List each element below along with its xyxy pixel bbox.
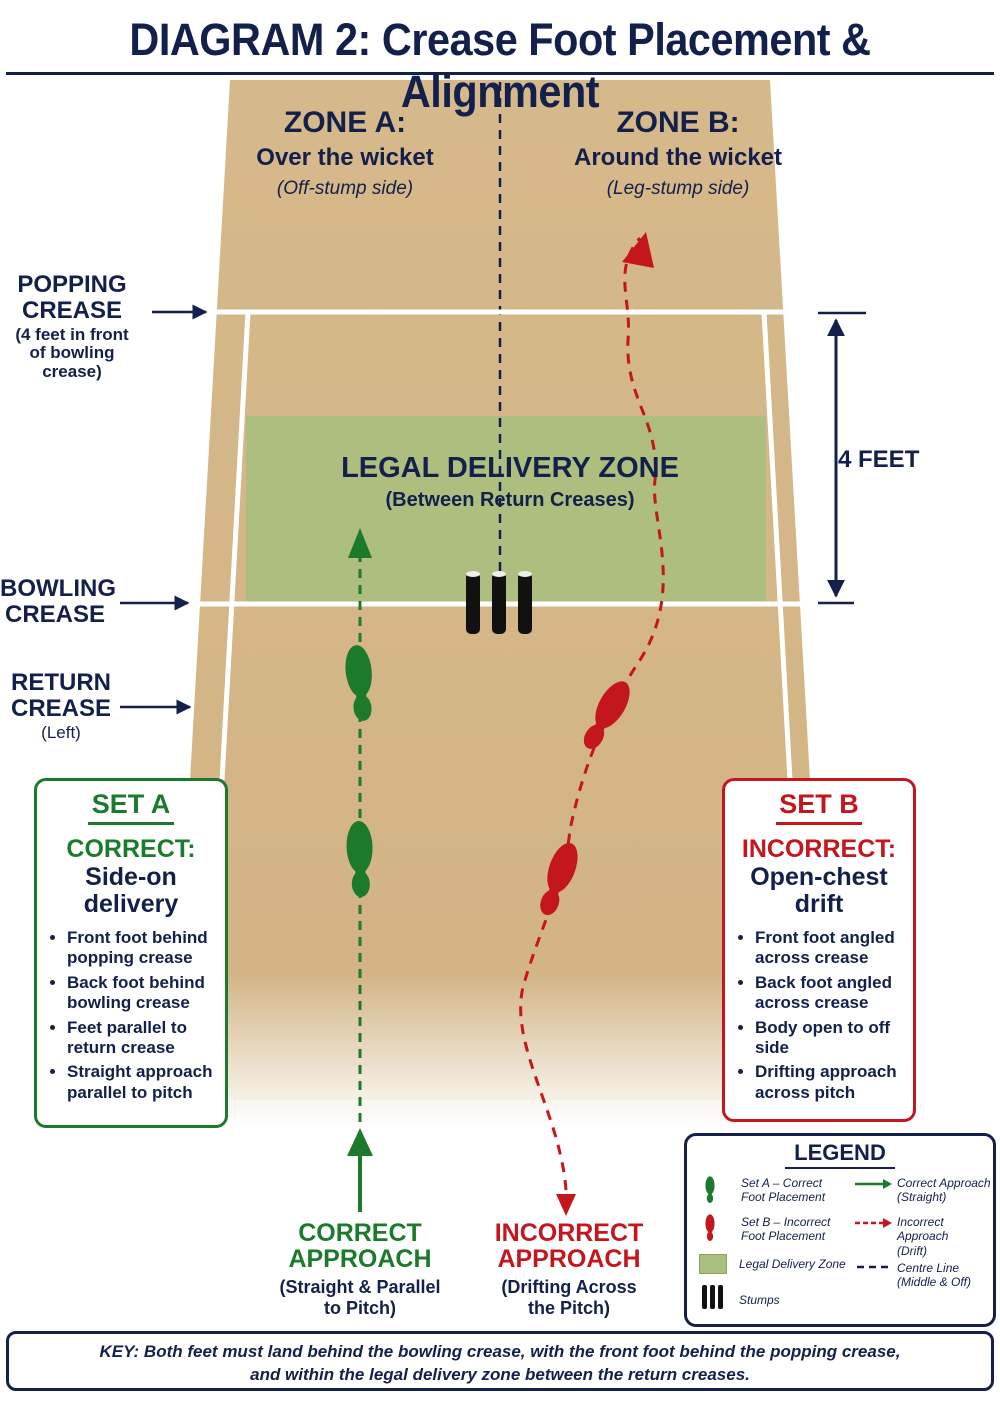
legend-set-a: Set A – Correct Foot Placement: [741, 1176, 825, 1205]
legend-centre-line2: (Middle & Off): [897, 1275, 972, 1290]
legal-zone-title: LEGAL DELIVERY ZONE: [341, 452, 679, 484]
legend-zone: Legal Delivery Zone: [739, 1257, 846, 1271]
legend-incorrect-line1: Incorrect Approach: [897, 1215, 949, 1244]
popping-crease-line4: of bowling crease): [29, 343, 115, 381]
legend-stumps-icon: [702, 1285, 723, 1309]
legal-delivery-zone: [246, 416, 766, 604]
legend-title: LEGEND: [794, 1140, 886, 1165]
set-a-bullet: Back foot behind bowling crease: [67, 973, 225, 1014]
legend-correct-line2: (Straight): [897, 1190, 947, 1205]
set-b-heading: SET B: [779, 789, 859, 819]
incorrect-approach-line4: the Pitch): [527, 1297, 610, 1318]
zone-b-subtitle: Around the wicket: [573, 144, 783, 171]
set-b-bullet: Front foot angled across crease: [755, 928, 913, 969]
legend-set-b-line1: Set B – Incorrect: [741, 1215, 831, 1229]
popping-crease-label: POPPING CREASE (4 feet in front of bowli…: [0, 272, 144, 381]
popping-crease-line2: CREASE: [21, 296, 123, 324]
legend-set-b: Set B – Incorrect Foot Placement: [741, 1215, 830, 1244]
legend-incorrect: Incorrect Approach (Drift): [897, 1215, 993, 1258]
return-crease-line3: (Left): [41, 722, 81, 742]
legend-centre-line1: Centre Line: [897, 1261, 960, 1275]
incorrect-approach-label: INCORRECT APPROACH (Drifting Across the …: [480, 1220, 658, 1319]
legend-incorrect-icon: [855, 1218, 892, 1228]
legend-box: LEGEND Set A – Correct Foot Placement Se…: [684, 1133, 996, 1327]
correct-approach-line1: CORRECT: [298, 1219, 422, 1247]
incorrect-approach-line1: INCORRECT: [494, 1219, 644, 1247]
set-a-heading-underline: [88, 822, 174, 825]
set-b-bullets: Front foot angled across crease Back foo…: [725, 928, 913, 1103]
set-b-bullet: Body open to off side: [755, 1018, 913, 1059]
stumps: [466, 571, 532, 634]
legend-centre: Centre Line (Middle & Off): [897, 1261, 971, 1290]
set-a-bullet: Feet parallel to return crease: [67, 1018, 225, 1059]
legend-correct: Correct Approach (Straight): [897, 1176, 991, 1205]
bowling-crease-line2: CREASE: [4, 600, 106, 628]
return-crease-left: [219, 311, 251, 781]
correct-approach-line4: to Pitch): [324, 1297, 396, 1318]
set-a-status: CORRECT:: [66, 835, 196, 863]
page-title: DIAGRAM 2: Crease Foot Placement & Align…: [129, 14, 871, 117]
legend-set-a-line2: Foot Placement: [741, 1190, 826, 1205]
return-crease-label: RETURN CREASE (Left): [4, 670, 118, 742]
incorrect-approach-line2: APPROACH: [497, 1245, 641, 1274]
set-a-bullet: Front foot behind popping crease: [67, 928, 225, 969]
set-a-heading: SET A: [91, 789, 171, 819]
key-line1: KEY: Both feet must land behind the bowl…: [99, 1342, 901, 1361]
zone-b-label: ZONE B: Around the wicket (Leg-stump sid…: [556, 106, 800, 200]
set-b-bullet: Back foot angled across crease: [755, 973, 913, 1014]
set-b-line2: drift: [794, 890, 844, 918]
legend-centre-icon: [857, 1265, 891, 1269]
legend-stumps: Stumps: [739, 1293, 780, 1307]
set-a-bullets: Front foot behind popping crease Back fo…: [37, 928, 225, 1103]
zone-a-subtitle: Over the wicket: [256, 144, 434, 171]
set-b-line1: Open-chest: [750, 863, 888, 891]
zone-a-title: ZONE A:: [283, 106, 407, 139]
key-line2: and within the legal delivery zone betwe…: [250, 1364, 750, 1384]
return-crease-right: [761, 311, 793, 781]
legend-set-a-line1: Set A – Correct: [741, 1176, 823, 1190]
four-feet-label: 4 FEET: [838, 446, 920, 473]
correct-approach-line2: APPROACH: [288, 1245, 432, 1274]
popping-crease-line3: (4 feet in front: [15, 324, 129, 344]
legal-zone-subtitle: (Between Return Creases): [385, 489, 635, 511]
incorrect-approach-line3: (Drifting Across: [501, 1276, 637, 1297]
zone-a-label: ZONE A: Over the wicket (Off-stump side): [230, 106, 460, 200]
return-crease-line1: RETURN: [11, 669, 111, 696]
incorrect-approach-arrowhead-top: [622, 232, 654, 268]
zone-b-note: (Leg-stump side): [606, 178, 750, 199]
set-b-status: INCORRECT:: [741, 835, 897, 863]
return-crease-line2: CREASE: [10, 694, 112, 722]
set-b-heading-underline: [776, 822, 862, 825]
correct-approach-line3: (Straight & Parallel: [279, 1276, 441, 1297]
zone-a-note: (Off-stump side): [276, 178, 414, 199]
legend-set-b-icon: [705, 1214, 715, 1241]
set-a-bullet: Straight approach parallel to pitch: [67, 1062, 225, 1103]
set-b-bullet: Drifting approach across pitch: [755, 1062, 913, 1103]
correct-approach-label: CORRECT APPROACH (Straight & Parallel to…: [270, 1220, 450, 1319]
legend-set-b-line2: Foot Placement: [741, 1229, 826, 1244]
legend-correct-icon: [855, 1179, 892, 1189]
bowling-crease-line1: BOWLING: [0, 575, 116, 602]
incorrect-approach-path: [519, 237, 665, 1191]
legend-title-underline: [785, 1167, 895, 1169]
key-box: KEY: Both feet must land behind the bowl…: [6, 1331, 994, 1391]
set-a-line2: delivery: [83, 890, 179, 918]
legend-incorrect-line2: (Drift): [897, 1243, 927, 1258]
legal-zone-label: LEGAL DELIVERY ZONE (Between Return Crea…: [300, 452, 720, 512]
legend-zone-swatch: [699, 1254, 727, 1274]
incorrect-approach-arrowhead-bottom: [556, 1194, 576, 1216]
correct-approach-arrowhead: [348, 528, 372, 558]
popping-crease-line1: POPPING: [17, 271, 127, 298]
bowling-crease-label: BOWLING CREASE: [0, 575, 116, 628]
set-a-line1: Side-on: [85, 863, 177, 891]
legend-set-a-icon: [705, 1176, 715, 1203]
title-divider: [6, 72, 994, 75]
set-a-box: SET A CORRECT: Side-on delivery Front fo…: [34, 778, 228, 1128]
zone-b-title: ZONE B:: [616, 106, 740, 139]
legend-correct-line1: Correct Approach: [897, 1176, 991, 1190]
set-b-box: SET B INCORRECT: Open-chest drift Front …: [722, 778, 916, 1122]
